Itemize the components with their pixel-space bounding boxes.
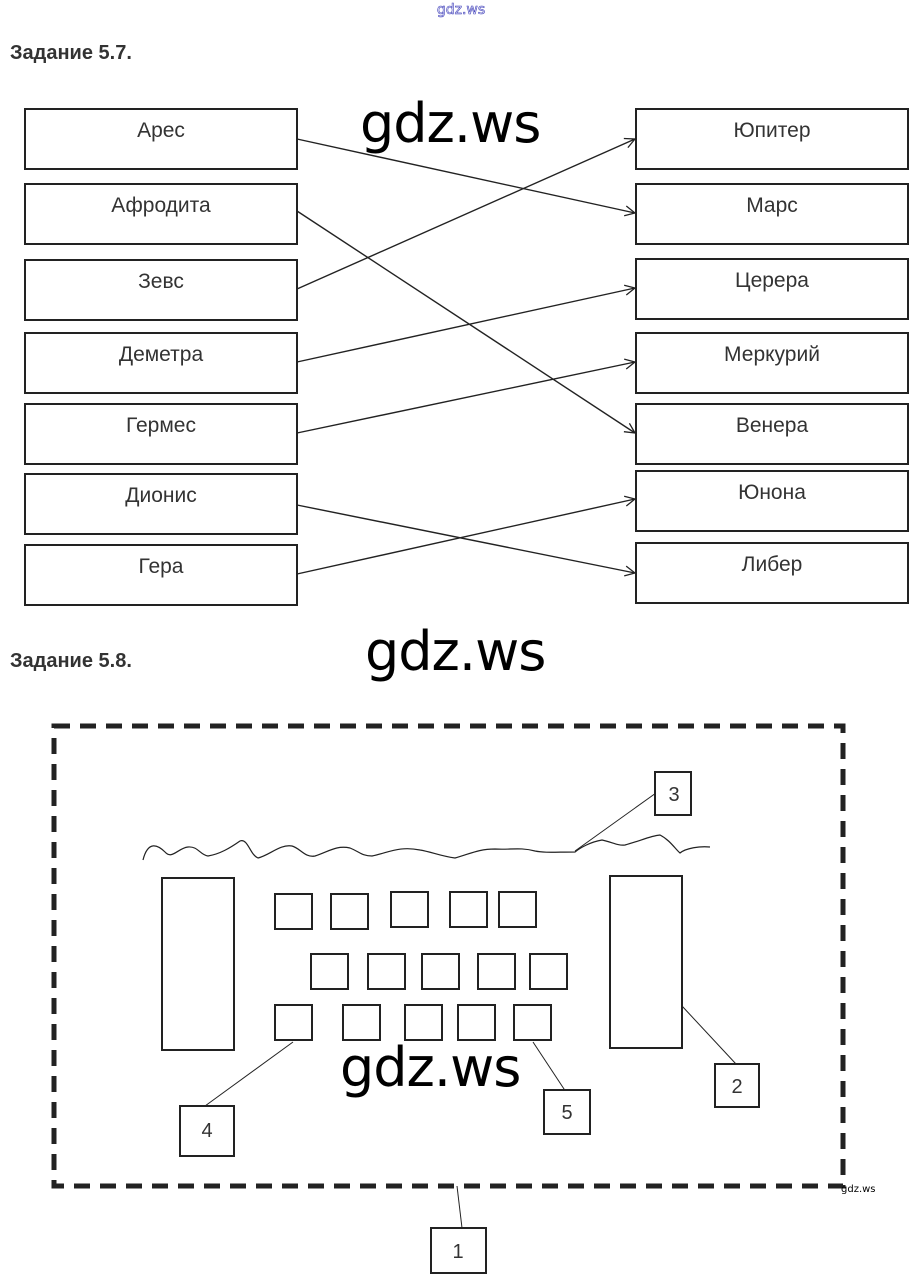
left-building [161, 877, 235, 1051]
left-item-box [24, 332, 298, 394]
left-item-label: Деметра [119, 343, 204, 366]
watermark-big-1: gdz.ws [360, 92, 541, 155]
right-item-label: Меркурий [724, 343, 820, 366]
callout-label-5: 5 [561, 1102, 572, 1124]
left-item-label: Дионис [125, 484, 196, 507]
link-arrow [296, 139, 635, 290]
left-item-label: Афродита [111, 194, 211, 217]
row-2-squares [310, 953, 568, 990]
dashed-boundary [51, 723, 846, 1189]
wavy-line [142, 834, 711, 861]
left-item-box [24, 403, 298, 465]
link-arrow [296, 210, 635, 433]
right-item-label: Венера [736, 414, 809, 437]
left-item-box [24, 473, 298, 535]
left-item-label: Гермес [126, 414, 196, 437]
task-5-8-title: Задание 5.8. [10, 650, 132, 672]
right-item-box [635, 470, 909, 532]
right-item-label: Либер [742, 553, 803, 576]
callout-box-3 [654, 771, 692, 816]
left-item-box [24, 108, 298, 170]
left-item-box [24, 183, 298, 245]
callout-box-4 [179, 1105, 235, 1157]
right-item-label: Церера [735, 269, 809, 292]
right-item-label: Юпитер [733, 119, 810, 142]
watermark-small: gdz.ws [841, 1184, 876, 1195]
callout-box-5 [543, 1089, 591, 1135]
callout-label-2: 2 [731, 1076, 742, 1098]
right-item-label: Марс [746, 194, 798, 217]
right-item-label: Юнона [738, 481, 806, 504]
plan-diagram: 1 2 3 4 5 [51, 723, 846, 1274]
left-item-label: Арес [137, 119, 185, 142]
row-3-squares [274, 1004, 552, 1041]
link-arrow [296, 499, 635, 575]
right-building [609, 875, 683, 1049]
right-item-box [635, 542, 909, 604]
right-item-box [635, 403, 909, 465]
left-item-box [24, 259, 298, 321]
link-arrow [296, 138, 635, 213]
right-item-box [635, 108, 909, 170]
watermark-top: gdz.ws [436, 2, 486, 19]
callout-label-4: 4 [201, 1120, 212, 1142]
left-item-label: Зевс [138, 270, 184, 293]
watermark-big-3: gdz.ws [340, 1036, 521, 1099]
row-1-squares [274, 891, 537, 930]
watermark-big-2: gdz.ws [365, 620, 546, 683]
right-item-box [635, 332, 909, 394]
task-5-7-title: Задание 5.7. [10, 42, 132, 64]
left-item-box [24, 544, 298, 606]
callout-box-1 [430, 1227, 487, 1274]
right-item-box [635, 258, 909, 320]
callout-label-3: 3 [668, 784, 679, 806]
callout-box-2 [714, 1063, 760, 1108]
left-item-label: Гера [138, 555, 183, 578]
link-arrow [296, 288, 635, 363]
callout-label-1: 1 [452, 1241, 463, 1263]
link-arrow [296, 504, 635, 573]
right-item-box [635, 183, 909, 245]
link-arrow [296, 362, 635, 434]
matching-diagram: АресАфродитаЗевсДеметраГермесДионисГера … [24, 108, 909, 606]
